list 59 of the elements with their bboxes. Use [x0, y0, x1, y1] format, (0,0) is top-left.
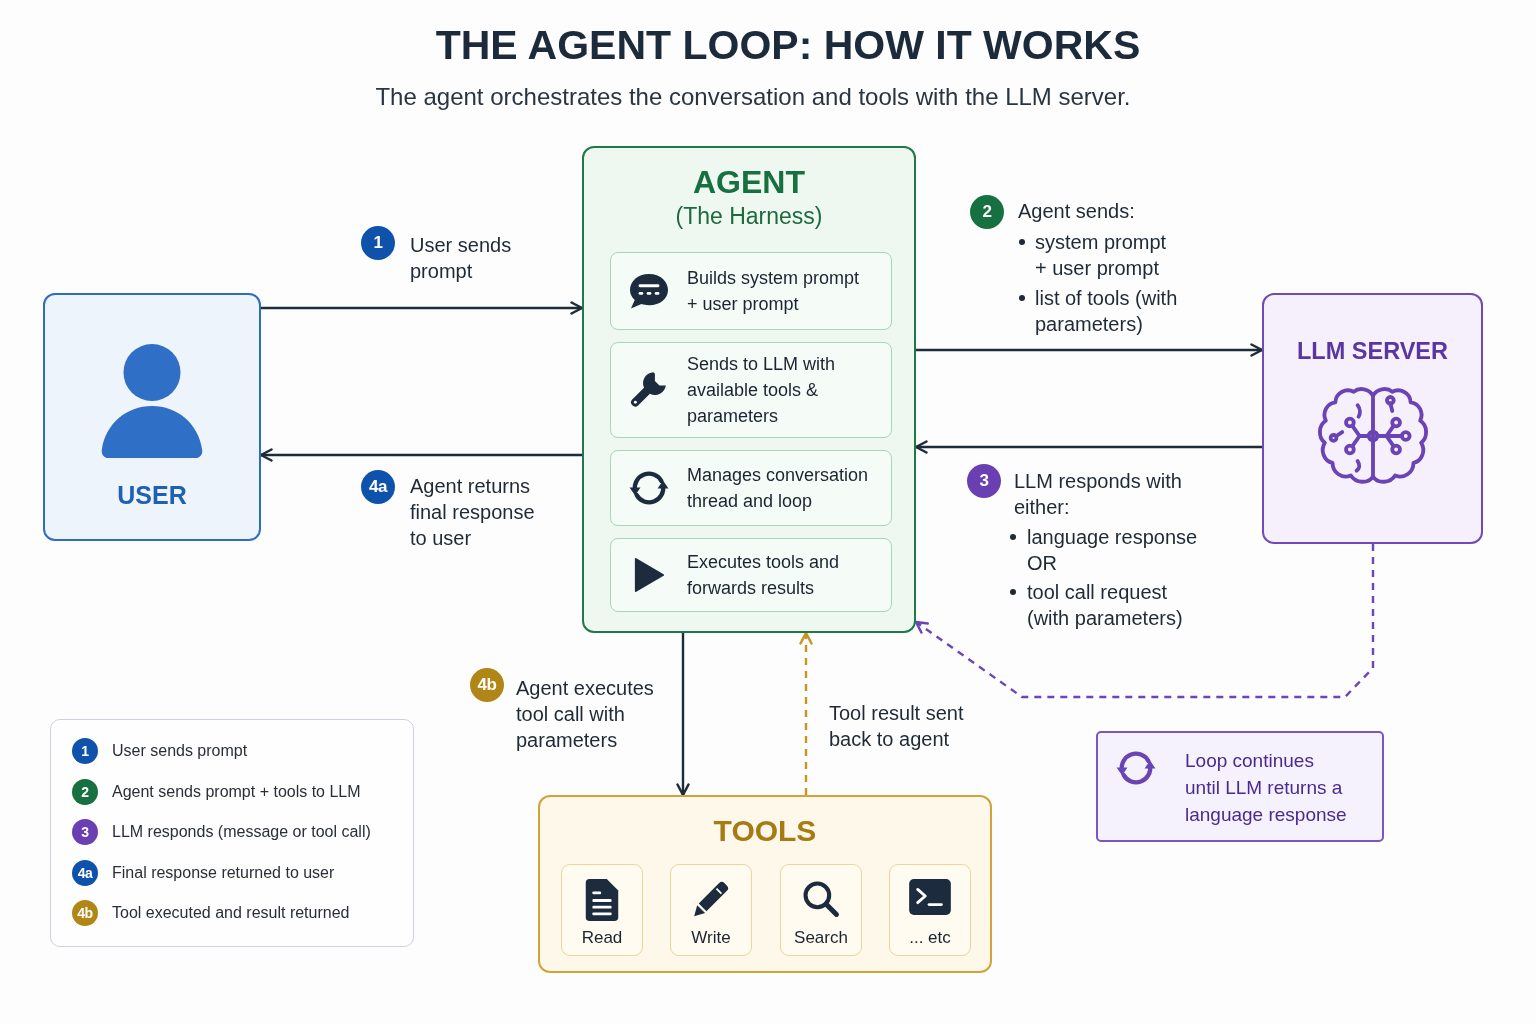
annotation-text: Tool result sent back to agent	[829, 701, 965, 752]
tool-tile	[889, 864, 971, 956]
step-badge: 1	[72, 738, 98, 764]
tool-tile	[561, 864, 643, 956]
annotation-text: Agent executes tool call with parameters	[516, 676, 655, 753]
server-panel	[1262, 293, 1483, 544]
note-text: Loop continues until LLM returns a language response	[1185, 749, 1348, 827]
node-title: LLM SERVER	[1297, 337, 1448, 366]
step-description: Manages conversation thread and loop	[687, 464, 870, 513]
arrow	[676, 633, 690, 797]
tool-tile	[670, 864, 752, 956]
arrow	[914, 440, 1262, 454]
step-card	[610, 450, 892, 526]
step-description: Builds system prompt + user prompt	[687, 267, 861, 316]
node-subtitle: (The Harness)	[674, 202, 824, 230]
annotation-text: Agent sends:	[1018, 199, 1136, 224]
step-badge: 4a	[361, 470, 395, 504]
step-badge: 4b	[72, 900, 98, 926]
step-badge: 3	[967, 464, 1001, 498]
annotation-text: User sends prompt	[410, 233, 513, 284]
step-description: Executes tools and forwards results	[687, 551, 841, 600]
diagram-title: THE AGENT LOOP: HOW IT WORKS	[434, 21, 1142, 70]
step-badge: 1	[361, 226, 395, 260]
annotation-text: Agent returns final response to user	[410, 474, 536, 551]
tool-name: Read	[581, 927, 623, 949]
note-panel	[1096, 731, 1384, 842]
step-badge: 3	[72, 819, 98, 845]
annotation-text: LLM responds with either:	[1014, 469, 1183, 520]
bullet-item: tool call request (with parameters)	[1006, 579, 1204, 631]
legend-text: Tool executed and result returned	[112, 904, 350, 922]
tool-tile	[780, 864, 862, 956]
dashed-arrow	[914, 544, 1375, 699]
diagram-subtitle: The agent orchestrates the conversation and tools with the LLM server.	[374, 82, 1132, 112]
node-title: USER	[117, 480, 187, 510]
arrow	[261, 301, 584, 315]
step-description: Sends to LLM with available tools & parameters	[687, 353, 837, 428]
user-panel	[43, 293, 261, 541]
legend-text: User sends prompt	[112, 742, 248, 760]
step-badge: 2	[72, 778, 98, 805]
tool-name: Search	[794, 927, 848, 949]
step-badge: 4a	[72, 859, 98, 886]
step-badge: 4b	[470, 668, 504, 702]
dashed-arrow	[799, 631, 813, 795]
tools-panel	[538, 795, 992, 973]
node-title: AGENT	[692, 163, 806, 202]
step-badge: 2	[970, 195, 1004, 229]
legend-text: Agent sends prompt + tools to LLM	[112, 782, 361, 801]
legend-text: LLM responds (message or tool call)	[112, 823, 371, 841]
step-card	[610, 252, 892, 330]
legend-text: Final response returned to user	[112, 863, 335, 882]
step-card	[610, 538, 892, 612]
node-title: TOOLS	[712, 813, 818, 849]
step-card	[610, 342, 892, 438]
tool-name: Write	[691, 927, 731, 949]
tool-name: ... etc	[909, 927, 951, 949]
arrow	[916, 343, 1264, 357]
bullet-item: list of tools (with parameters)	[1015, 285, 1195, 337]
arrow	[259, 448, 582, 462]
agent-panel	[582, 146, 916, 633]
